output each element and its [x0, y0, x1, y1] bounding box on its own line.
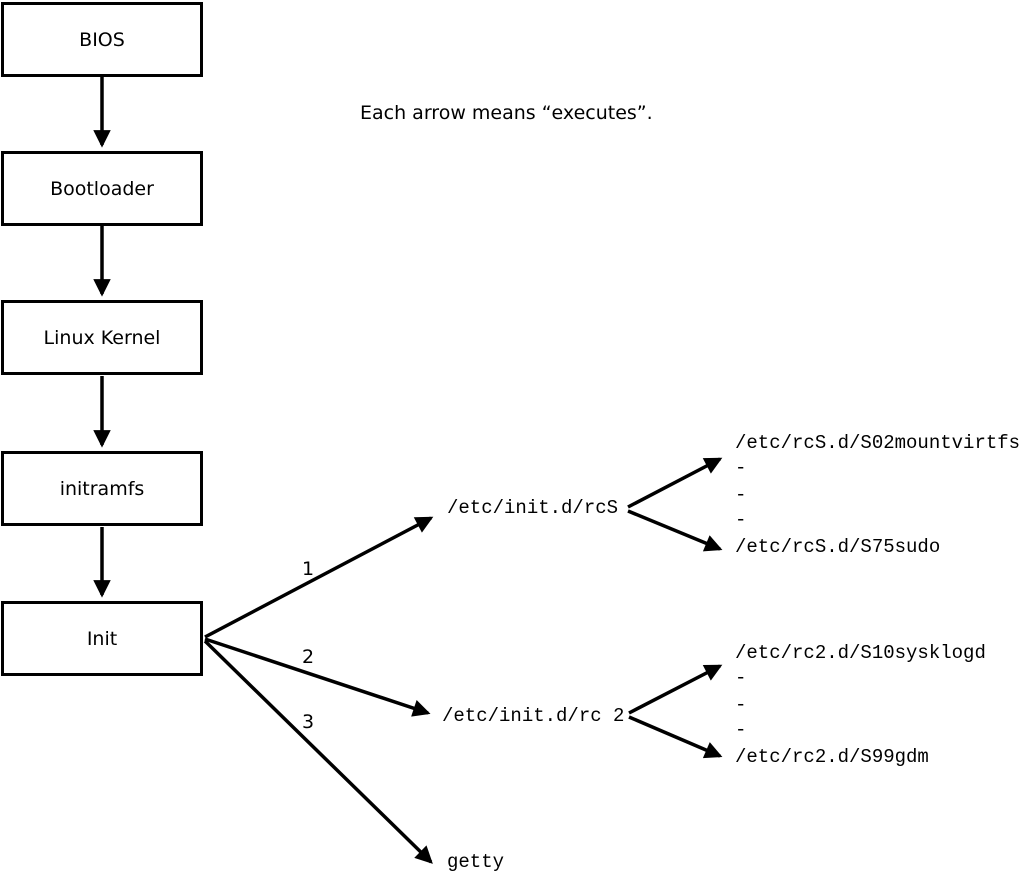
arrow-init-to-rcS [204, 516, 434, 639]
fan-arrow-number-2: 2 [301, 646, 315, 668]
box-bootloader-label: Bootloader [50, 177, 154, 200]
rcS-ellipsis-dash: - [735, 484, 747, 506]
box-linux-kernel-label: Linux Kernel [43, 326, 161, 349]
rc2-first-script-label: /etc/rc2.d/S10sysklogd [735, 642, 986, 664]
target-getty-label: getty [447, 851, 505, 873]
target-rc2-label: /etc/init.d/rc 2 [442, 705, 625, 727]
rcS-first-script-label: /etc/rcS.d/S02mountvirtfs [735, 432, 1021, 454]
fan-arrow-number-1: 1 [301, 558, 315, 580]
box-init: Init [1, 601, 203, 676]
arrow-rc2-to-last-script [628, 715, 723, 759]
box-init-label: Init [86, 627, 118, 650]
rc2-last-script-label: /etc/rc2.d/S99gdm [735, 746, 929, 768]
arrow-init-to-getty [203, 639, 433, 864]
rc2-ellipsis-dash: - [735, 719, 747, 741]
rc2-ellipsis-dash: - [735, 694, 747, 716]
rcS-ellipsis-dash: - [735, 509, 747, 531]
box-bootloader: Bootloader [1, 151, 203, 226]
legend-note: Each arrow means “executes”. [360, 102, 653, 124]
arrow-rcS-to-first-script [627, 457, 723, 509]
fan-arrow-number-3: 3 [301, 711, 315, 733]
rcS-last-script-label: /etc/rcS.d/S75sudo [735, 536, 941, 558]
rcS-ellipsis-dash: - [735, 457, 747, 479]
box-linux-kernel: Linux Kernel [1, 300, 203, 375]
box-initramfs-label: initramfs [59, 477, 145, 500]
rc2-ellipsis-dash: - [735, 667, 747, 689]
arrow-rc2-to-first-script [628, 664, 723, 715]
target-rcS-label: /etc/init.d/rcS [447, 497, 619, 519]
arrow-init-to-rc2 [204, 637, 431, 717]
box-bios: BIOS [1, 2, 203, 77]
box-initramfs: initramfs [1, 451, 203, 526]
box-bios-label: BIOS [79, 28, 125, 51]
arrow-rcS-to-last-script [627, 509, 723, 552]
